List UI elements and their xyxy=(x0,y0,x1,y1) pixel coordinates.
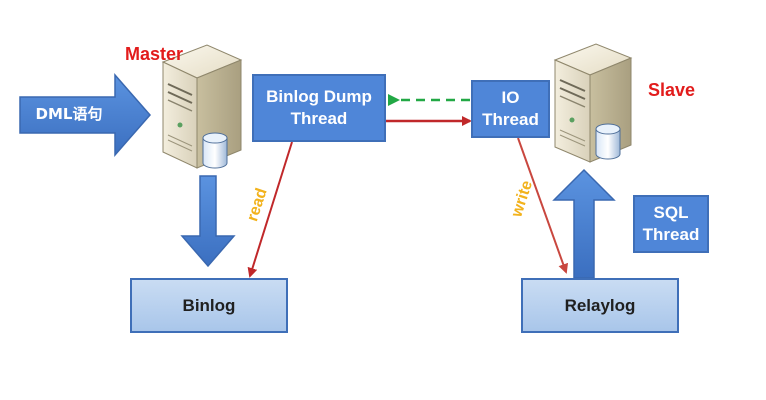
binlog-dump-thread-box: Binlog Dump Thread xyxy=(252,74,386,142)
slave-server-icon xyxy=(553,43,633,163)
read-arrow xyxy=(247,141,293,278)
slave-label: Slave xyxy=(648,80,696,100)
dml-input-arrow xyxy=(19,73,151,157)
sql-thread-up-arrow xyxy=(552,168,616,279)
io-thread-box: IO Thread xyxy=(471,80,550,138)
master-label: Master xyxy=(125,44,184,64)
master-server-icon xyxy=(161,44,243,169)
sql-thread-box: SQL Thread xyxy=(633,195,709,253)
write-arrow xyxy=(517,137,569,274)
relaylog-box: Relaylog xyxy=(521,278,679,333)
dml-label: DML语句 xyxy=(35,105,103,123)
master-to-binlog-arrow xyxy=(180,175,236,268)
binlog-box: Binlog xyxy=(130,278,288,333)
